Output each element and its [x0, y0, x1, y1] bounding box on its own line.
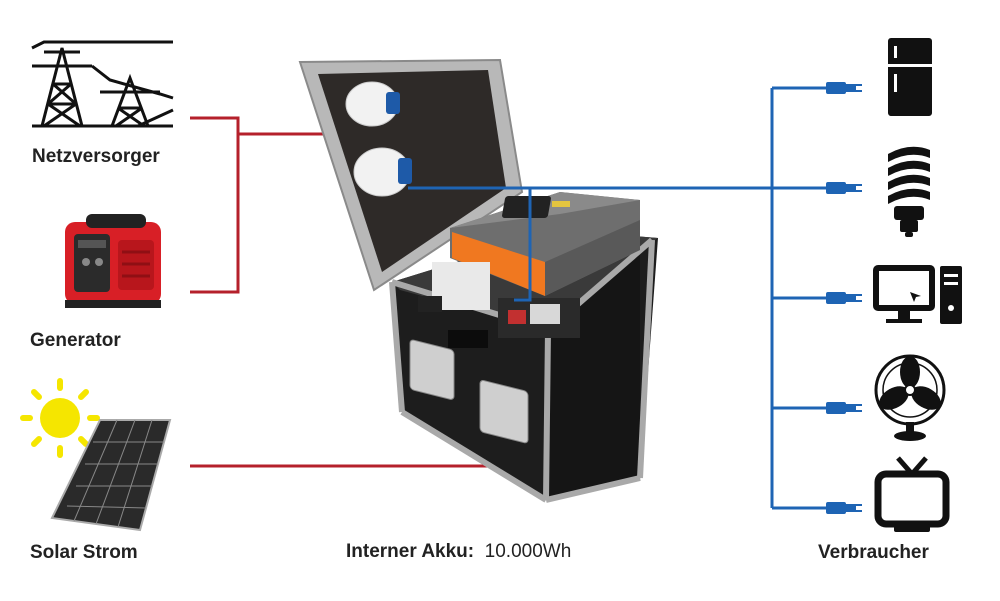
output-lines	[408, 86, 826, 510]
label-solar: Solar Strom	[30, 542, 138, 563]
sun-icon	[20, 378, 100, 458]
battery-label: Interner Akku:	[346, 541, 475, 562]
socket-icon	[345, 81, 412, 197]
plug-icon	[826, 402, 862, 414]
plug-icon	[826, 182, 862, 194]
lightbulb-icon	[888, 146, 930, 237]
label-grid: Netzversorger	[32, 146, 160, 167]
solar-panel-icon	[50, 419, 172, 532]
battery-info: Interner Akku: 10.000Wh	[346, 541, 571, 563]
plug-icon	[826, 292, 862, 304]
generator-icon	[65, 214, 161, 308]
plug-icon	[826, 82, 862, 94]
plug-icons	[826, 82, 862, 514]
flight-case	[298, 58, 658, 503]
fridge-icon	[888, 38, 932, 116]
computer-icon	[873, 265, 962, 324]
plug-icon	[826, 502, 862, 514]
fan-icon	[874, 354, 946, 441]
tv-icon	[874, 456, 950, 532]
power-lines-icon	[31, 40, 174, 128]
battery-value: 10.000Wh	[484, 541, 572, 562]
label-consumers: Verbraucher	[818, 542, 929, 563]
label-generator: Generator	[30, 330, 121, 351]
